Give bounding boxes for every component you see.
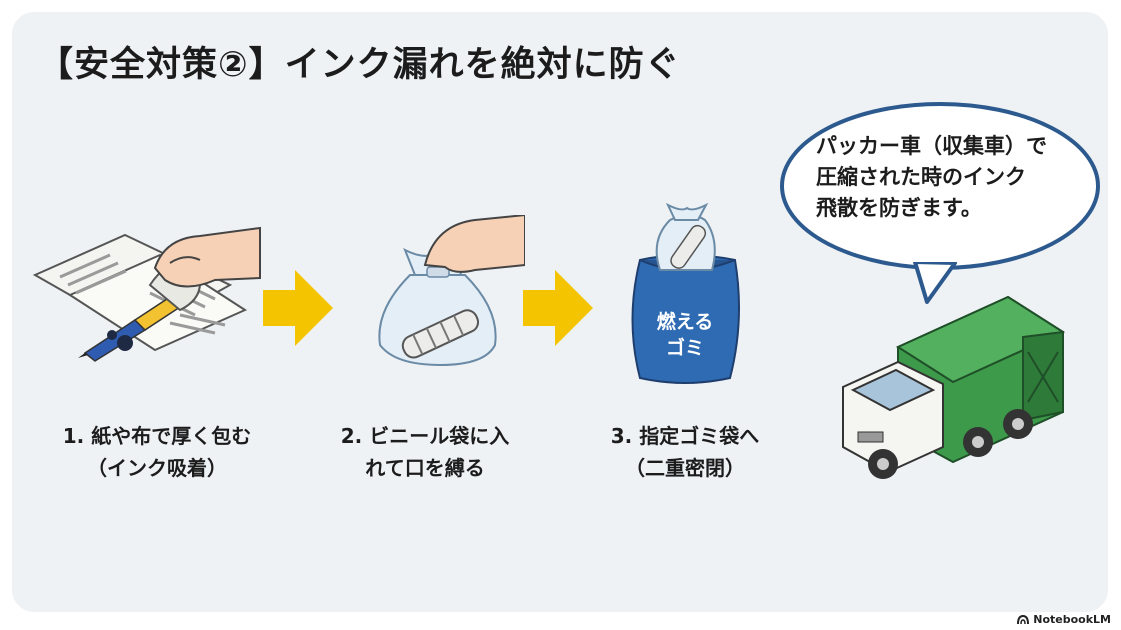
bubble-line-2: 圧縮された時のインク bbox=[816, 165, 1026, 189]
arrow-icon bbox=[523, 270, 593, 346]
step-3-caption: 3. 指定ゴミ袋へ （二重密閉） bbox=[590, 420, 780, 484]
garbage-truck-icon bbox=[842, 295, 1066, 479]
speech-bubble-text: パッカー車（収集車）で 圧縮された時のインク 飛散を防ぎます。 bbox=[816, 131, 1076, 224]
step-3-line1: 3. 指定ゴミ袋へ bbox=[610, 424, 760, 448]
pen-icon bbox=[78, 296, 182, 362]
bubble-line-1: パッカー車（収集車）で bbox=[816, 134, 1047, 158]
plastic-bag-icon bbox=[378, 215, 525, 367]
notebooklm-logo-icon bbox=[1017, 614, 1030, 624]
brand-label: NotebookLM bbox=[1033, 613, 1111, 626]
speech-bubble-icon bbox=[780, 102, 1100, 304]
step-1-line2: （インク吸着） bbox=[87, 456, 227, 480]
step-2-caption: 2. ビニール袋に入 れて口を縛る bbox=[330, 420, 520, 484]
brand-footer: NotebookLM bbox=[1017, 613, 1111, 626]
page-title: 【安全対策②】インク漏れを絶対に防ぐ bbox=[38, 45, 681, 85]
step-3-line2: （二重密閉） bbox=[625, 456, 745, 480]
newspaper-wrap-icon bbox=[32, 233, 248, 362]
garbage-bag-label-2: ゴミ bbox=[666, 336, 704, 359]
step-1-caption: 1. 紙や布で厚く包む （インク吸着） bbox=[62, 420, 252, 484]
step-1-line1: 1. 紙や布で厚く包む bbox=[62, 424, 252, 448]
hand-icon bbox=[153, 226, 261, 288]
bubble-line-3: 飛散を防ぎます。 bbox=[816, 196, 982, 220]
step-2-line1: 2. ビニール袋に入 bbox=[340, 424, 510, 448]
garbage-bag-icon: 燃える ゴミ bbox=[631, 202, 740, 384]
step-2-line2: れて口を縛る bbox=[365, 456, 485, 480]
arrow-icon bbox=[263, 270, 333, 346]
garbage-bag-label-1: 燃える bbox=[657, 310, 713, 333]
